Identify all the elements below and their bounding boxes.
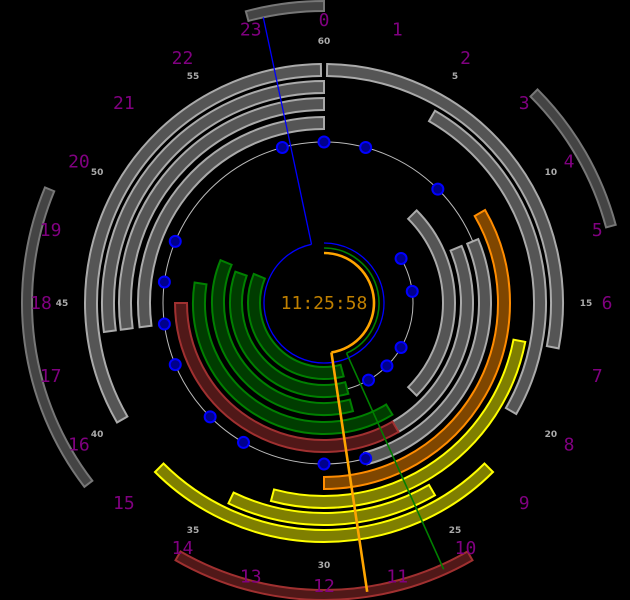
- band-red[interactable]: [174, 550, 474, 600]
- minute-label: 10: [545, 168, 558, 178]
- band-darkgray[interactable]: [21, 186, 94, 489]
- hour-label: 2: [460, 48, 471, 69]
- hour-label: 14: [172, 538, 194, 559]
- event-dot[interactable]: [275, 140, 289, 154]
- band-red[interactable]: [173, 302, 400, 453]
- band-gray[interactable]: [427, 109, 547, 416]
- event-dot[interactable]: [362, 373, 375, 387]
- hour-label: 13: [240, 566, 262, 587]
- clock-hands: [262, 17, 445, 592]
- event-dots: [157, 135, 445, 471]
- event-dot[interactable]: [394, 252, 408, 265]
- minute-label: 25: [449, 526, 462, 536]
- hour-label: 9: [519, 493, 530, 514]
- band-green[interactable]: [247, 272, 345, 380]
- minute-hand: [345, 352, 445, 570]
- hour-label: 4: [564, 152, 575, 173]
- band-green[interactable]: [211, 258, 355, 416]
- hour-label: 16: [68, 435, 90, 456]
- minute-label: 20: [545, 430, 558, 440]
- event-dot[interactable]: [317, 457, 331, 471]
- minute-label: 35: [187, 526, 200, 536]
- band-gray[interactable]: [118, 96, 325, 331]
- hour-label: 21: [113, 93, 135, 114]
- band-yellow[interactable]: [269, 338, 527, 509]
- band-gray[interactable]: [391, 244, 474, 434]
- minute-label: 30: [318, 561, 331, 571]
- band-gray[interactable]: [137, 115, 325, 329]
- minute-label: 15: [580, 299, 593, 309]
- hour-label: 10: [455, 538, 477, 559]
- hour-label: 7: [592, 366, 603, 387]
- event-dot[interactable]: [168, 358, 182, 372]
- hour-label: 15: [113, 493, 135, 514]
- hour-hand: [330, 352, 369, 592]
- event-dot[interactable]: [359, 140, 373, 154]
- hour-label: 0: [319, 10, 330, 31]
- event-dot[interactable]: [394, 341, 408, 354]
- hour-label: 22: [172, 48, 194, 69]
- schedule-bands: [21, 0, 617, 600]
- minute-label: 40: [91, 430, 104, 440]
- hour-label: 8: [564, 435, 575, 456]
- event-dot[interactable]: [359, 452, 373, 466]
- event-dot[interactable]: [380, 359, 394, 373]
- hour-label: 19: [40, 220, 62, 241]
- band-yellow[interactable]: [153, 462, 495, 544]
- band-green[interactable]: [192, 281, 394, 435]
- hour-label: 18: [30, 293, 52, 314]
- second-hand: [262, 17, 313, 245]
- hour-hand-arc: [324, 251, 376, 354]
- event-dot[interactable]: [168, 234, 182, 248]
- hour-label: 3: [519, 93, 530, 114]
- digital-time-readout: 11:25:58: [281, 293, 368, 314]
- band-gray[interactable]: [84, 63, 323, 424]
- hour-label: 11: [386, 566, 408, 587]
- event-dot[interactable]: [237, 435, 250, 449]
- band-darkgray[interactable]: [529, 88, 617, 229]
- event-dot[interactable]: [203, 410, 217, 424]
- minute-label: 5: [452, 72, 458, 82]
- event-dot[interactable]: [431, 182, 445, 196]
- hour-label: 20: [68, 152, 90, 173]
- minute-label: 45: [56, 299, 69, 309]
- minute-label: 50: [91, 168, 104, 178]
- band-green[interactable]: [229, 270, 350, 398]
- event-dot[interactable]: [405, 284, 419, 298]
- minute-hand-arc: [324, 247, 380, 354]
- hour-label: 23: [240, 20, 262, 41]
- hour-label: 5: [592, 220, 603, 241]
- band-orange[interactable]: [323, 208, 511, 491]
- band-gray[interactable]: [406, 208, 456, 398]
- event-dot[interactable]: [317, 135, 331, 149]
- event-dot[interactable]: [157, 275, 171, 289]
- band-gray[interactable]: [101, 79, 325, 334]
- hour-label: 17: [40, 366, 62, 387]
- event-dot[interactable]: [157, 317, 171, 331]
- band-gray[interactable]: [325, 63, 564, 350]
- band-yellow[interactable]: [227, 483, 437, 526]
- second-hand-arc: [263, 242, 385, 364]
- hour-label: 1: [392, 20, 403, 41]
- minute-label: 60: [318, 37, 331, 47]
- hour-label: 12: [313, 576, 335, 597]
- hour-label: 6: [602, 293, 613, 314]
- minute-label: 55: [187, 72, 200, 82]
- band-darkgray[interactable]: [244, 0, 325, 23]
